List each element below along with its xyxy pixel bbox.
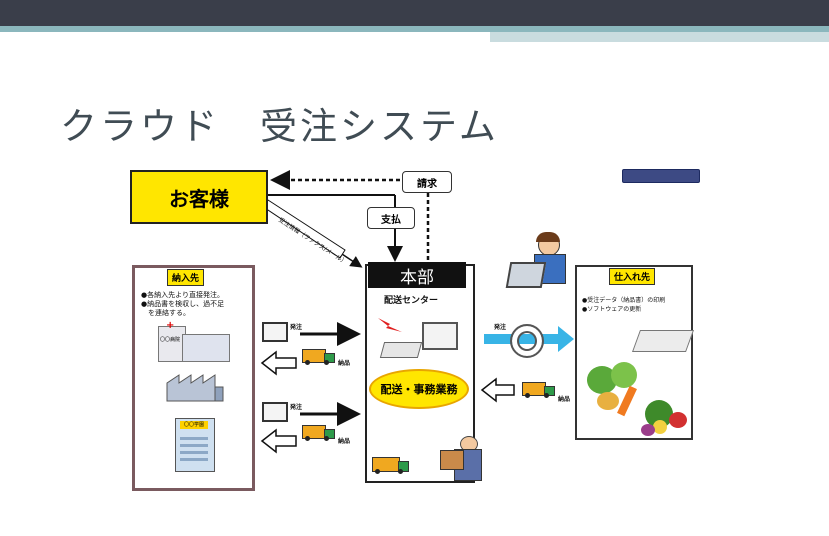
order-right-label: 発注	[494, 324, 507, 331]
order-bottom-label: 発注	[290, 404, 303, 411]
delivery-top-label: 納品	[338, 360, 351, 367]
factory-icon	[165, 371, 225, 403]
header-accent-bar-light	[490, 32, 829, 42]
operator-icon	[505, 232, 574, 298]
worker-icon	[438, 436, 484, 488]
delivery-note-2: ●納品書を検収し、過不足	[141, 300, 225, 308]
slide-title: クラウド 受注システム	[60, 105, 499, 148]
supplier-note-2: ●ソフトウェアの更新	[582, 306, 642, 313]
suppliers-label: 仕入れ先	[609, 268, 656, 285]
truck-icon	[302, 349, 335, 365]
suppliers-panel	[575, 265, 693, 440]
operations-oval: 配送・事務業務	[369, 369, 469, 409]
operations-label: 配送・事務業務	[380, 383, 458, 396]
delivery-note-1: ●各納入先より直接発注。	[141, 291, 224, 299]
school-icon: 〇〇学園	[175, 418, 215, 472]
order-top-label: 発注	[290, 324, 303, 331]
request-box: 請求	[402, 171, 452, 193]
customer-box: お客様	[130, 170, 268, 224]
delivery-note-3: を連絡する。	[141, 309, 190, 317]
computer-icon	[422, 322, 458, 350]
printer-icon	[379, 342, 423, 358]
supplier-note-1: ●受注データ（納品書）の印刷	[582, 297, 666, 304]
network-icon	[510, 324, 544, 358]
payment-box: 支払	[367, 207, 415, 229]
header-bar	[0, 0, 829, 26]
hospital-icon: + 〇〇病院	[158, 321, 230, 362]
truck-icon	[372, 457, 409, 475]
truck-icon	[302, 425, 335, 441]
header-accent-bar	[0, 26, 829, 32]
distribution-center-label: 配送センター	[384, 296, 439, 306]
headquarters-label: 本部	[368, 262, 466, 288]
school-sign: 〇〇学園	[180, 421, 208, 429]
printer-icon	[631, 330, 695, 352]
truck-icon	[522, 382, 555, 398]
computer-icon	[262, 322, 288, 342]
delivery-bottom-label: 納品	[338, 438, 351, 445]
computer-icon	[262, 402, 288, 422]
lightning-icon	[376, 316, 410, 336]
delivery-destinations-label: 納入先	[167, 269, 205, 286]
hospital-sign: 〇〇病院	[160, 337, 181, 343]
request-label: 請求	[417, 178, 437, 190]
payment-label: 支払	[381, 214, 401, 226]
headquarters-text: 本部	[400, 267, 434, 288]
navy-tag	[622, 169, 700, 183]
vegetables-icon	[583, 362, 695, 440]
customer-label: お客様	[169, 186, 229, 211]
delivery-right-label: 納品	[558, 396, 571, 403]
